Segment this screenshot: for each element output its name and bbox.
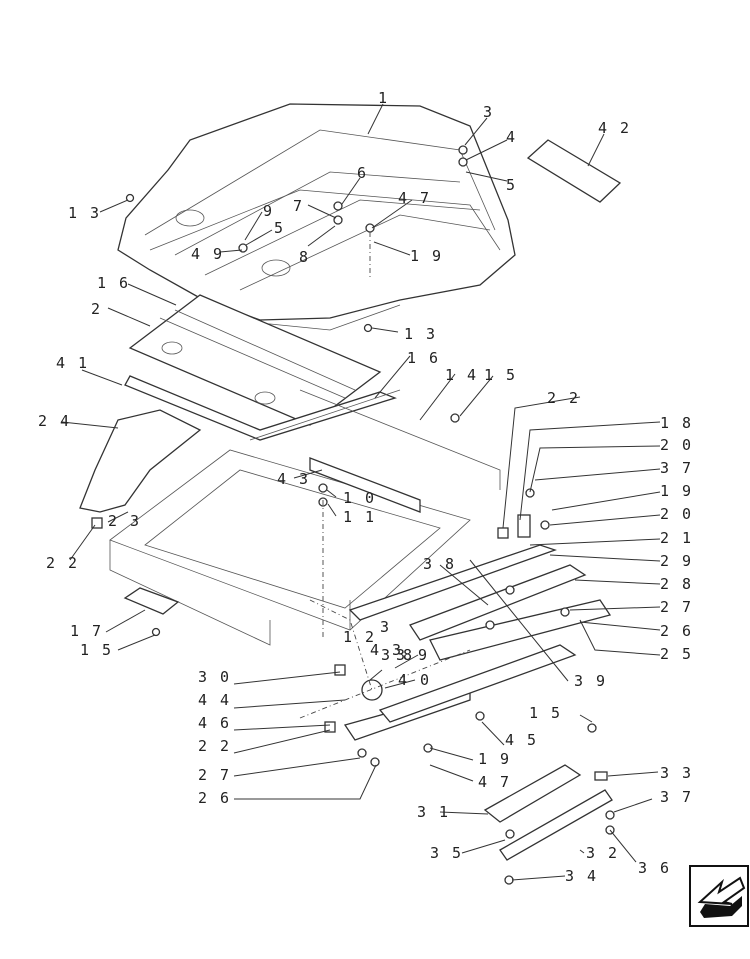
callout-labels: 1 2 3 4 5 5 6 7 8 9 4 9 1 0 1 1 1 2 1 3 …	[38, 89, 693, 885]
callout-13: 1 3	[68, 204, 101, 222]
callout-10: 1 0	[343, 489, 376, 507]
callout-15: 1 5	[529, 704, 562, 722]
callout-34: 3 4	[565, 867, 598, 885]
callout-38: 3 8	[381, 646, 414, 664]
callout-2: 2	[91, 300, 102, 318]
callout-22: 2 2	[198, 737, 231, 755]
cab-frame	[109, 389, 501, 646]
callout-15: 1 5	[484, 366, 517, 384]
callout-15: 1 5	[80, 641, 113, 659]
roof-cover	[117, 103, 516, 331]
leader-lines	[61, 103, 661, 881]
callout-23: 2 3	[108, 512, 141, 530]
callout-16: 1 6	[97, 274, 130, 292]
callout-11: 1 1	[343, 508, 376, 526]
step-32	[499, 789, 613, 861]
callout-39: 3 9	[396, 646, 429, 664]
callout-14: 1 4	[445, 366, 478, 384]
callout-5: 5	[506, 176, 517, 194]
callout-30: 3 0	[198, 668, 231, 686]
callout-3: 3	[483, 103, 494, 121]
callout-17: 1 7	[70, 622, 103, 640]
callout-33: 3 3	[660, 764, 693, 782]
callout-1: 1	[378, 89, 389, 107]
callout-26: 2 6	[198, 789, 231, 807]
callout-21: 2 1	[660, 529, 693, 547]
callout-37: 3 7	[660, 459, 693, 477]
fasteners	[91, 145, 615, 885]
callout-36: 3 6	[638, 859, 671, 877]
callout-29: 2 9	[660, 552, 693, 570]
callout-5: 5	[274, 219, 285, 237]
callout-12: 1 2	[343, 628, 376, 646]
callout-40: 4 0	[398, 671, 431, 689]
callout-42: 4 2	[598, 119, 631, 137]
callout-25: 2 5	[660, 645, 693, 663]
callout-43: 4 3	[277, 470, 310, 488]
callout-47: 4 7	[478, 773, 511, 791]
callout-27: 2 7	[198, 766, 231, 784]
callout-22: 2 2	[46, 554, 79, 572]
callout-8: 8	[299, 248, 310, 266]
callout-23-suffix: 3	[380, 618, 391, 636]
callout-13: 1 3	[404, 325, 437, 343]
callout-45: 4 5	[505, 731, 538, 749]
callout-43: 4 3	[370, 641, 403, 659]
direction-arrow-icon	[689, 865, 749, 927]
callout-38: 3 8	[423, 555, 456, 573]
callout-22: 2 2	[547, 389, 580, 407]
callout-4: 4	[506, 128, 517, 146]
callout-41: 4 1	[56, 354, 89, 372]
callout-18: 1 8	[660, 414, 693, 432]
callout-26: 2 6	[660, 622, 693, 640]
callout-46: 4 6	[198, 714, 231, 732]
callout-20: 2 0	[660, 436, 693, 454]
step-31	[483, 764, 582, 823]
callout-9: 9	[263, 202, 274, 220]
callout-24: 2 4	[38, 412, 71, 430]
callout-47: 4 7	[398, 189, 431, 207]
callout-16: 1 6	[407, 349, 440, 367]
callout-19: 1 9	[410, 247, 443, 265]
callout-37: 3 7	[660, 788, 693, 806]
bracket-17	[123, 587, 180, 615]
left-bracket	[79, 409, 202, 513]
plate-42	[526, 139, 622, 203]
callout-20: 2 0	[660, 505, 693, 523]
callout-28: 2 8	[660, 575, 693, 593]
ring-40	[361, 679, 383, 701]
callout-7: 7	[293, 197, 304, 215]
callout-19: 1 9	[478, 750, 511, 768]
callout-6: 6	[357, 164, 368, 182]
callout-31: 3 1	[417, 803, 450, 821]
callout-49: 4 9	[191, 245, 224, 263]
callout-39: 3 9	[574, 672, 607, 690]
callout-19: 1 9	[660, 482, 693, 500]
callout-44: 4 4	[198, 691, 231, 709]
callout-27: 2 7	[660, 598, 693, 616]
callout-35: 3 5	[430, 844, 463, 862]
assembly-lines	[299, 232, 471, 719]
callout-32: 3 2	[586, 844, 619, 862]
